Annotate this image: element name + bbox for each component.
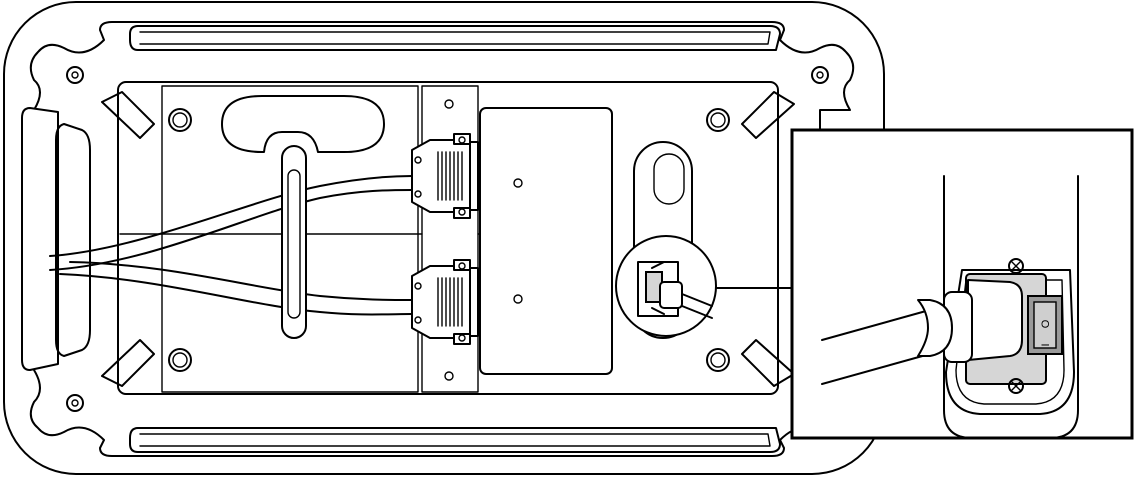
electronics-cover [479, 107, 613, 375]
strip-hole-bottom [444, 371, 454, 381]
cover-screw-bottom [513, 294, 523, 304]
plate-hole-3 [706, 108, 730, 132]
switch-on-mark: I [1040, 343, 1052, 346]
plate-center-strip [421, 85, 479, 393]
cable-lower-bottom [59, 273, 413, 316]
top-rail-inner [139, 31, 771, 45]
screw-cross-icon [1008, 258, 1024, 274]
switch-rocker[interactable] [1033, 301, 1057, 349]
feet-struts [101, 91, 795, 387]
bottom-rail [129, 427, 781, 453]
connector-grip-icon [437, 277, 463, 327]
bottom-rail-inner [139, 433, 771, 447]
strut-tr [741, 91, 795, 139]
cable-clamp [281, 145, 307, 339]
cable-upper-bottom [49, 189, 413, 271]
inner-frame [29, 21, 855, 457]
zoom-inset: O I [790, 128, 1134, 440]
power-switch-icon[interactable]: O I [1027, 295, 1063, 355]
cable-upper-top [49, 175, 413, 257]
plate-hole-2 [168, 348, 192, 372]
cover-plate [479, 107, 613, 375]
keyhole-slot [221, 95, 385, 153]
corner-holes [66, 66, 829, 412]
plate-hole-1 [168, 108, 192, 132]
mini-plug [659, 281, 683, 309]
cable-lower-top [69, 261, 413, 301]
magnifier-circle [615, 235, 717, 337]
base-housing [3, 1, 885, 475]
cables [49, 145, 413, 339]
plug-body [967, 279, 1023, 361]
plate-border [117, 81, 779, 395]
cover-screw-top [513, 178, 523, 188]
corner-hole-bl [66, 394, 84, 412]
plate-left-panel [161, 85, 419, 393]
corner-hole-tl [66, 66, 84, 84]
left-handle [21, 107, 91, 371]
strut-tl [101, 91, 155, 139]
strip-hole-top [444, 99, 454, 109]
top-rail [129, 25, 781, 51]
handle-outer [21, 107, 59, 371]
screw-cross-icon [1008, 378, 1024, 394]
switch-off-mark: O [1040, 319, 1052, 328]
connector-grip-icon [437, 151, 463, 201]
strut-bl [101, 339, 155, 387]
plate-hole-4 [706, 348, 730, 372]
housing-outline [3, 1, 885, 475]
connector-upper [411, 133, 479, 219]
strut-br [741, 339, 795, 387]
corner-hole-tr [811, 66, 829, 84]
inlet-slot-outer [633, 141, 693, 339]
inlet-slot [633, 141, 693, 339]
connector-lower [411, 259, 479, 345]
handle-grip [55, 123, 91, 357]
cable-strain-relief [917, 299, 953, 357]
zoom-housing-wall [943, 175, 1079, 439]
